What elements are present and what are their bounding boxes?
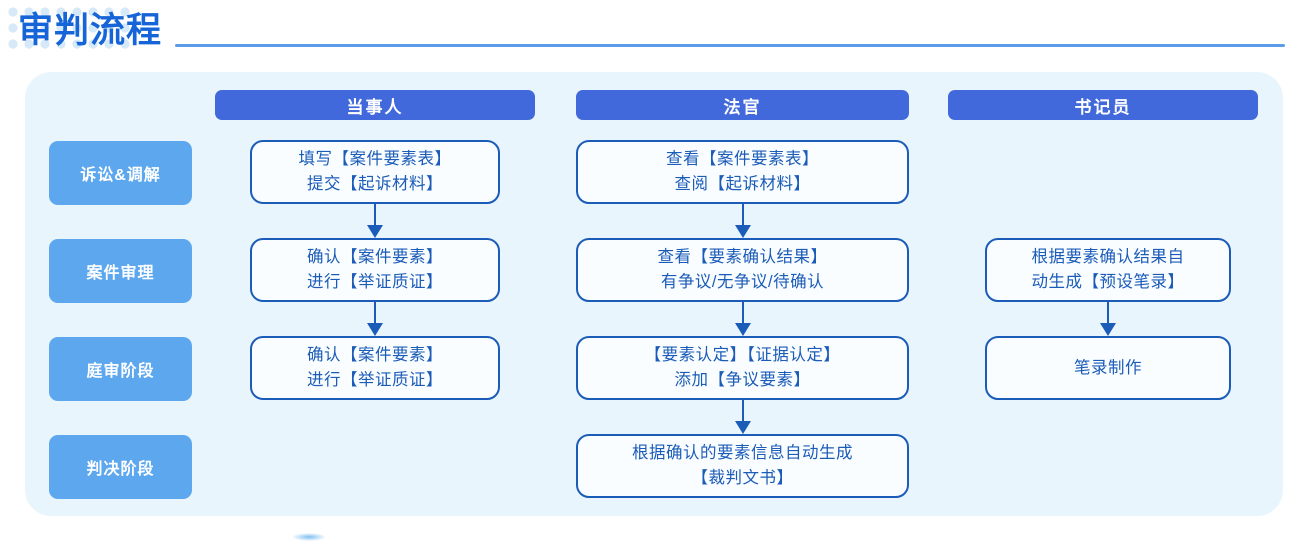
decorative-dot-grid	[8, 7, 130, 49]
bottom-decorative-accent	[292, 533, 326, 541]
process-box-line: 笔录制作	[1074, 358, 1142, 377]
process-box-line: 查阅【起诉材料】	[674, 175, 811, 193]
process-box-party-1[interactable]: 填写【案件要素表】 提交【起诉材料】	[250, 140, 500, 204]
arrow-down-icon	[735, 400, 751, 434]
process-box-judge-4[interactable]: 根据确认的要素信息自动生成 【裁判文书】	[576, 434, 909, 498]
process-box-line: 查看【案件要素表】	[666, 150, 819, 168]
process-box-line: 【要素认定】【证据认定】	[644, 346, 841, 364]
process-box-line: 填写【案件要素表】	[298, 150, 452, 168]
process-box-judge-2[interactable]: 查看【要素确认结果】 有争议/无争议/待确认	[576, 238, 909, 302]
process-box-party-2[interactable]: 确认【案件要素】 进行【举证质证】	[250, 238, 500, 302]
process-box-line: 进行【举证质证】	[307, 371, 443, 389]
stage-label-judgment-phase[interactable]: 判决阶段	[49, 435, 192, 499]
process-box-line: 进行【举证质证】	[307, 273, 443, 291]
process-box-line: 根据确认的要素信息自动生成	[632, 444, 853, 462]
process-box-judge-1[interactable]: 查看【案件要素表】 查阅【起诉材料】	[576, 140, 909, 204]
stage-label-litigation-mediation[interactable]: 诉讼&调解	[49, 141, 192, 205]
process-box-line: 【裁判文书】	[691, 469, 794, 487]
process-box-line: 动生成【预设笔录】	[1031, 273, 1185, 291]
page-title: 审判流程	[18, 11, 163, 50]
arrow-down-icon	[735, 204, 751, 238]
stage-label-case-review[interactable]: 案件审理	[49, 239, 192, 303]
arrow-down-icon	[735, 302, 751, 336]
process-box-line: 查看【要素确认结果】	[657, 248, 828, 266]
page-header: 审判流程	[0, 0, 1308, 72]
process-box-party-3[interactable]: 确认【案件要素】 进行【举证质证】	[250, 336, 500, 400]
process-box-line: 有争议/无争议/待确认	[660, 273, 825, 291]
process-box-line: 提交【起诉材料】	[307, 175, 443, 193]
arrow-down-icon	[1100, 302, 1116, 336]
process-box-judge-3[interactable]: 【要素认定】【证据认定】 添加【争议要素】	[576, 336, 909, 400]
process-box-line: 添加【争议要素】	[674, 371, 811, 389]
process-box-line: 确认【案件要素】	[307, 346, 443, 364]
column-header-clerk[interactable]: 书记员	[948, 90, 1258, 120]
process-box-clerk-2[interactable]: 笔录制作	[985, 336, 1231, 400]
flow-diagram-panel: 当事人 法官 书记员 诉讼&调解 案件审理 庭审阶段 判决阶段 填写【案件要素表…	[25, 72, 1283, 516]
title-underline-rule	[175, 44, 1285, 47]
arrow-down-icon	[367, 302, 383, 336]
stage-label-trial-phase[interactable]: 庭审阶段	[49, 337, 192, 401]
process-box-clerk-1[interactable]: 根据要素确认结果自 动生成【预设笔录】	[985, 238, 1231, 302]
column-header-judge[interactable]: 法官	[576, 90, 909, 120]
process-box-line: 根据要素确认结果自	[1031, 248, 1185, 266]
process-box-line: 确认【案件要素】	[307, 248, 443, 266]
column-header-party[interactable]: 当事人	[215, 90, 535, 120]
arrow-down-icon	[367, 204, 383, 238]
